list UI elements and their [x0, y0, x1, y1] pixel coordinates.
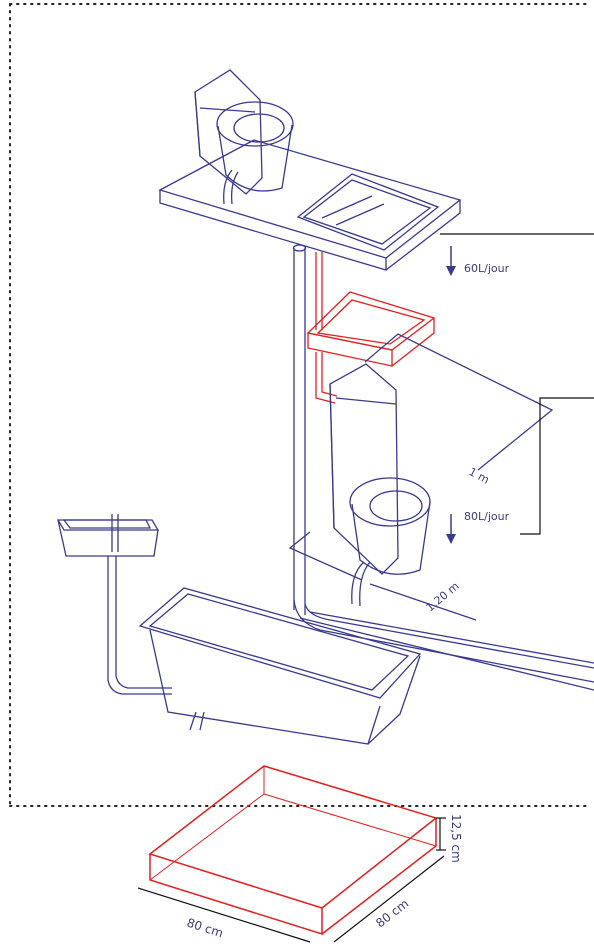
lower-floor: [288, 333, 554, 621]
tray-width-label: 80 cm: [185, 916, 225, 941]
lower-toilet: [329, 363, 431, 607]
dotted-boundary: [9, 3, 591, 807]
red-feed-pipe: [315, 252, 338, 404]
floor-width-label: 1 m: [467, 465, 492, 486]
red-shelf: [306, 291, 436, 367]
horizontal-drain-pipe: [293, 599, 594, 691]
flow-label-upper: 60L/jour: [464, 262, 510, 275]
tray-height-label: 12,5 cm: [449, 814, 463, 863]
vertical-drain-pipe: [292, 244, 307, 615]
flow-arrow-lower: [446, 514, 456, 544]
upper-toilet: [194, 69, 294, 205]
flow-label-lower: 80L/jour: [464, 510, 510, 523]
upper-hatch: [296, 173, 440, 251]
tray-dimension-lines: [137, 817, 446, 943]
tray-depth-label: 80 cm: [373, 896, 411, 930]
leader-lines: [440, 233, 594, 535]
sink: [56, 514, 172, 695]
flow-arrow-upper: [446, 246, 456, 276]
bathtub: [138, 587, 422, 745]
